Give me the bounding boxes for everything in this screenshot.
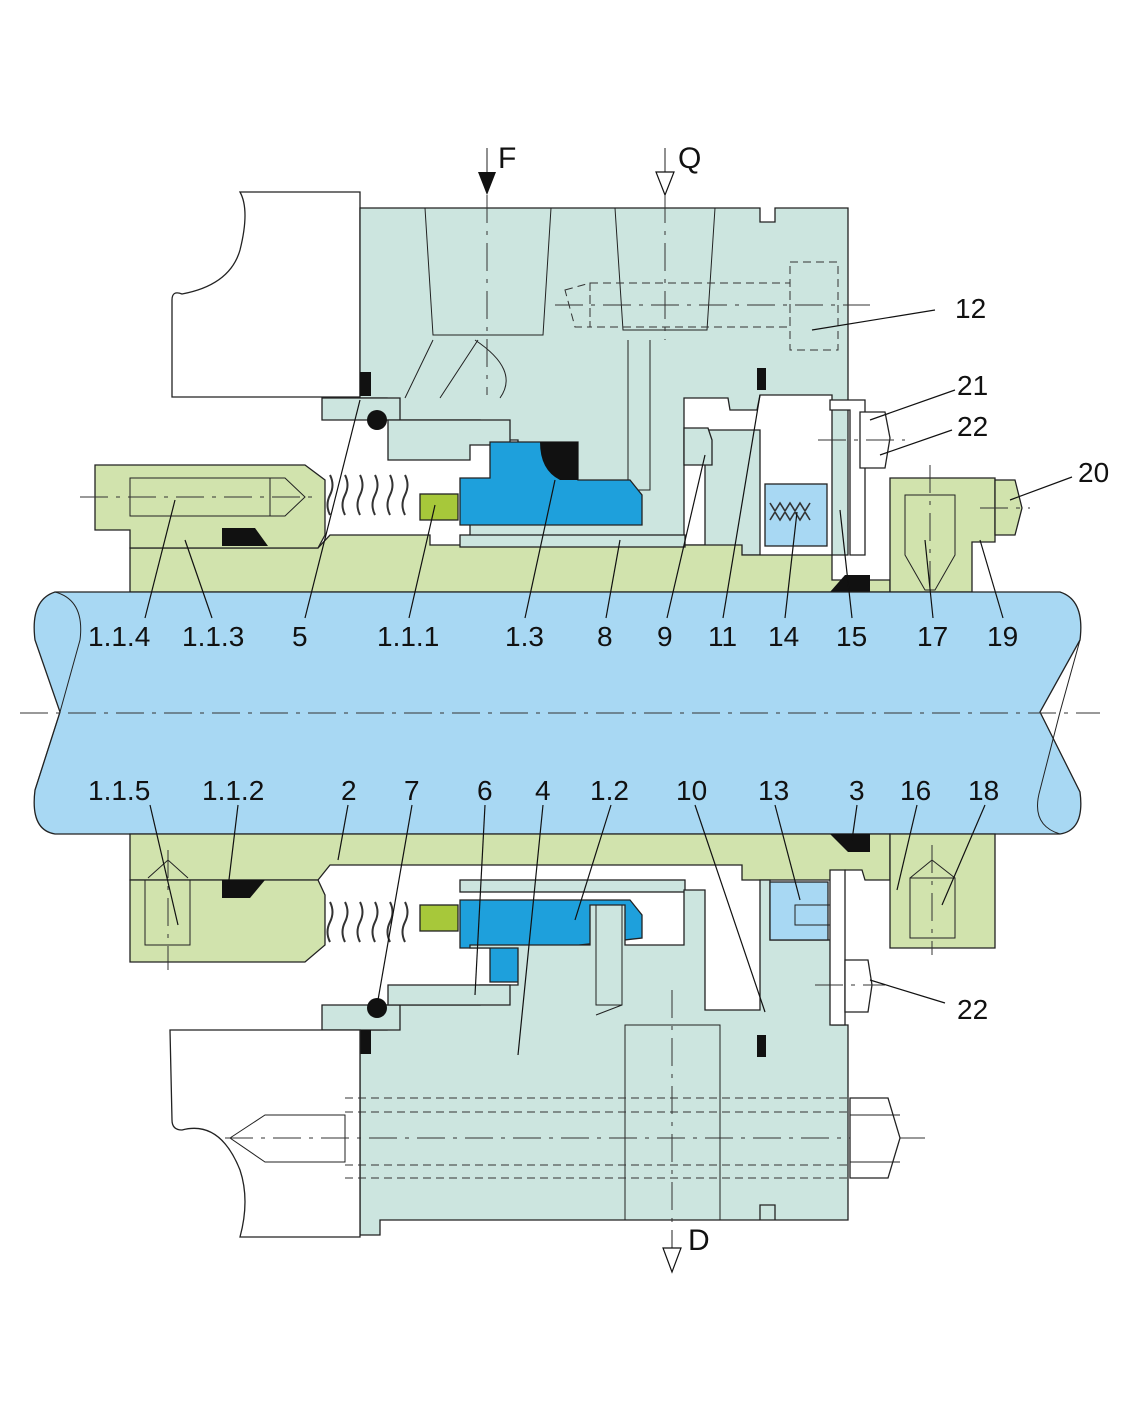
stud-bolt-bottom	[225, 1097, 925, 1179]
plate-8	[459, 534, 686, 548]
spacer-clip-bottom	[829, 869, 846, 1026]
label-14: 14	[768, 621, 799, 652]
label-1.1.2: 1.1.2	[202, 775, 264, 806]
gasket-bottom-left	[360, 1030, 371, 1054]
label-12: 12	[955, 293, 986, 324]
label-21: 21	[957, 370, 988, 401]
flush-arrow	[478, 148, 496, 395]
anti-rotation-pin-bottom	[595, 904, 623, 1016]
collar-screw-17	[904, 494, 956, 591]
label-9: 9	[657, 621, 673, 652]
label-5: 5	[292, 621, 308, 652]
gland-housing-bottom	[359, 879, 849, 1236]
throttle-bush-bottom	[321, 1004, 401, 1031]
label-13: 13	[758, 775, 789, 806]
sleeve-oring-3-bottom	[830, 834, 870, 852]
screw-22-bottom	[844, 959, 873, 1013]
label-1.1.1: 1.1.1	[377, 621, 439, 652]
label-18: 18	[968, 775, 999, 806]
label-7: 7	[404, 775, 420, 806]
shaft-sleeve-bottom	[129, 833, 891, 881]
pin-9	[683, 427, 713, 466]
screw-14	[769, 501, 811, 522]
pump-casing-bottom	[169, 1029, 361, 1238]
shaft-end-right	[1037, 639, 1081, 835]
collar-screw-20	[994, 479, 1023, 536]
label-19: 19	[987, 621, 1018, 652]
label-22-bottom: 22	[957, 994, 988, 1025]
oring-7-bottom	[367, 998, 387, 1018]
oring-7-top	[367, 410, 387, 430]
pump-casing-top	[171, 191, 361, 398]
shaft-end-left	[34, 591, 82, 791]
spring-holder-bottom	[129, 879, 326, 963]
quench-channel	[627, 340, 651, 491]
part-labels-side: 12 21 22 20 22	[955, 293, 1109, 1025]
drain-port-label: D	[688, 1224, 710, 1257]
spring-holder-top	[94, 464, 326, 549]
collar-13	[769, 881, 829, 941]
drain-arrow	[662, 990, 682, 1274]
label-16: 16	[900, 775, 931, 806]
label-1.1.4: 1.1.4	[88, 621, 150, 652]
label-10: 10	[676, 775, 707, 806]
bottom-half: D	[129, 833, 996, 1274]
leader-lines	[144, 309, 1073, 1056]
gasket-bottom-right	[757, 1035, 766, 1057]
part-labels-bottom: 1.1.5 1.1.2 2 7 6 4 1.2 10 13 3 16 18	[88, 775, 999, 806]
spring-top	[326, 474, 409, 516]
stationary-carrier-top	[387, 419, 511, 461]
drive-pin-bottom	[419, 904, 459, 932]
oring-1.1.3-top	[222, 528, 268, 546]
label-3: 3	[849, 775, 865, 806]
gasket-top-left	[360, 372, 371, 396]
spacer-clip-15	[829, 399, 866, 556]
sleeve-oring-3-top	[830, 575, 870, 592]
label-15: 15	[836, 621, 867, 652]
stationary-carrier-bottom	[387, 984, 511, 1006]
set-screw-1.1.4-tip	[270, 477, 306, 517]
label-22-top: 22	[957, 411, 988, 442]
throttle-bush-top	[321, 397, 401, 421]
top-half: F Q	[80, 142, 1030, 600]
part-labels-top: 1.1.4 1.1.3 5 1.1.1 1.3 8 9 11 14 15 17 …	[88, 621, 1018, 652]
label-8: 8	[597, 621, 613, 652]
quench-arrow	[655, 148, 675, 340]
oring-1.1.2	[222, 880, 265, 898]
flush-port-bore	[424, 207, 552, 336]
drive-collar-bottom	[889, 833, 996, 949]
label-1.2: 1.2	[590, 775, 629, 806]
bolt-12-hidden	[555, 261, 870, 351]
label-6: 6	[477, 775, 493, 806]
label-1.1.3: 1.1.3	[182, 621, 244, 652]
label-1.1.5: 1.1.5	[88, 775, 150, 806]
drive-pin-1.1.1	[419, 493, 459, 521]
spring-bottom	[326, 901, 409, 943]
label-1.3: 1.3	[505, 621, 544, 652]
label-20: 20	[1078, 457, 1109, 488]
plate-bottom	[459, 879, 686, 893]
label-17: 17	[917, 621, 948, 652]
label-2: 2	[341, 775, 357, 806]
flush-port-label: F	[498, 142, 516, 175]
label-4: 4	[535, 775, 551, 806]
flush-channel	[404, 339, 507, 399]
gasket-top-right	[757, 368, 766, 390]
quench-port-label: Q	[678, 142, 701, 175]
label-11: 11	[708, 621, 737, 652]
seal-face-insert-top	[540, 442, 578, 480]
